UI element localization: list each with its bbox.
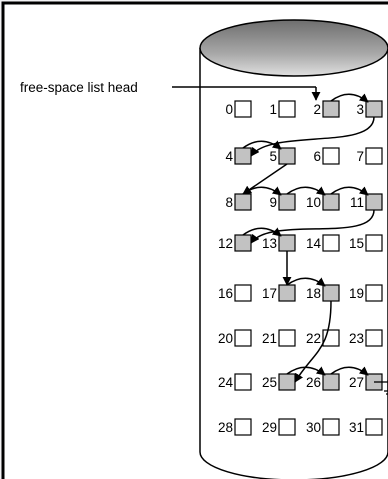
free-block-12 (235, 235, 251, 251)
free-block-11 (366, 194, 382, 210)
block-label-29: 29 (262, 420, 277, 435)
free-block-26 (323, 374, 339, 390)
free-block-4 (235, 148, 251, 164)
used-block-23 (366, 330, 382, 346)
free-block-8 (235, 194, 251, 210)
used-block-20 (235, 330, 251, 346)
block-label-16: 16 (218, 286, 233, 301)
free-block-2 (323, 101, 339, 117)
block-label-7: 7 (356, 149, 364, 164)
block-label-26: 26 (306, 375, 321, 390)
used-block-29 (279, 419, 295, 435)
block-label-0: 0 (225, 102, 233, 117)
used-block-24 (235, 374, 251, 390)
block-label-14: 14 (306, 236, 322, 251)
free-block-25 (279, 374, 295, 390)
used-block-19 (366, 285, 382, 301)
free-block-5 (279, 148, 295, 164)
block-label-13: 13 (262, 236, 277, 251)
free-block-9 (279, 194, 295, 210)
used-block-30 (323, 419, 339, 435)
free-block-13 (279, 235, 295, 251)
free-block-18 (323, 285, 339, 301)
block-label-23: 23 (349, 331, 364, 346)
block-label-22: 22 (306, 331, 321, 346)
used-block-21 (279, 330, 295, 346)
block-label-31: 31 (349, 420, 364, 435)
block-label-20: 20 (218, 331, 233, 346)
used-block-7 (366, 148, 382, 164)
block-label-27: 27 (349, 375, 364, 390)
free-block-3 (366, 101, 382, 117)
block-label-15: 15 (349, 236, 364, 251)
block-label-30: 30 (306, 420, 321, 435)
free-block-10 (323, 194, 339, 210)
block-label-21: 21 (262, 331, 277, 346)
block-label-17: 17 (262, 286, 277, 301)
block-label-11: 11 (350, 195, 364, 210)
used-block-1 (279, 101, 295, 117)
block-label-19: 19 (349, 286, 364, 301)
disk-top (200, 20, 388, 76)
used-block-28 (235, 419, 251, 435)
block-label-3: 3 (356, 102, 364, 117)
block-label-1: 1 (269, 102, 277, 117)
block-label-10: 10 (306, 195, 321, 210)
block-label-12: 12 (218, 236, 233, 251)
block-label-4: 4 (225, 149, 233, 164)
block-label-8: 8 (225, 195, 233, 210)
used-block-0 (235, 101, 251, 117)
block-label-25: 25 (262, 375, 277, 390)
block-label-24: 24 (218, 375, 234, 390)
used-block-31 (366, 419, 382, 435)
block-label-18: 18 (306, 286, 321, 301)
block-label-5: 5 (269, 149, 277, 164)
used-block-14 (323, 235, 339, 251)
free-block-17 (279, 285, 295, 301)
block-label-6: 6 (313, 149, 321, 164)
used-block-16 (235, 285, 251, 301)
free-space-list-head-label: free-space list head (20, 80, 138, 95)
used-block-6 (323, 148, 339, 164)
block-label-28: 28 (218, 420, 233, 435)
used-block-15 (366, 235, 382, 251)
block-label-9: 9 (269, 195, 277, 210)
block-label-2: 2 (313, 102, 321, 117)
